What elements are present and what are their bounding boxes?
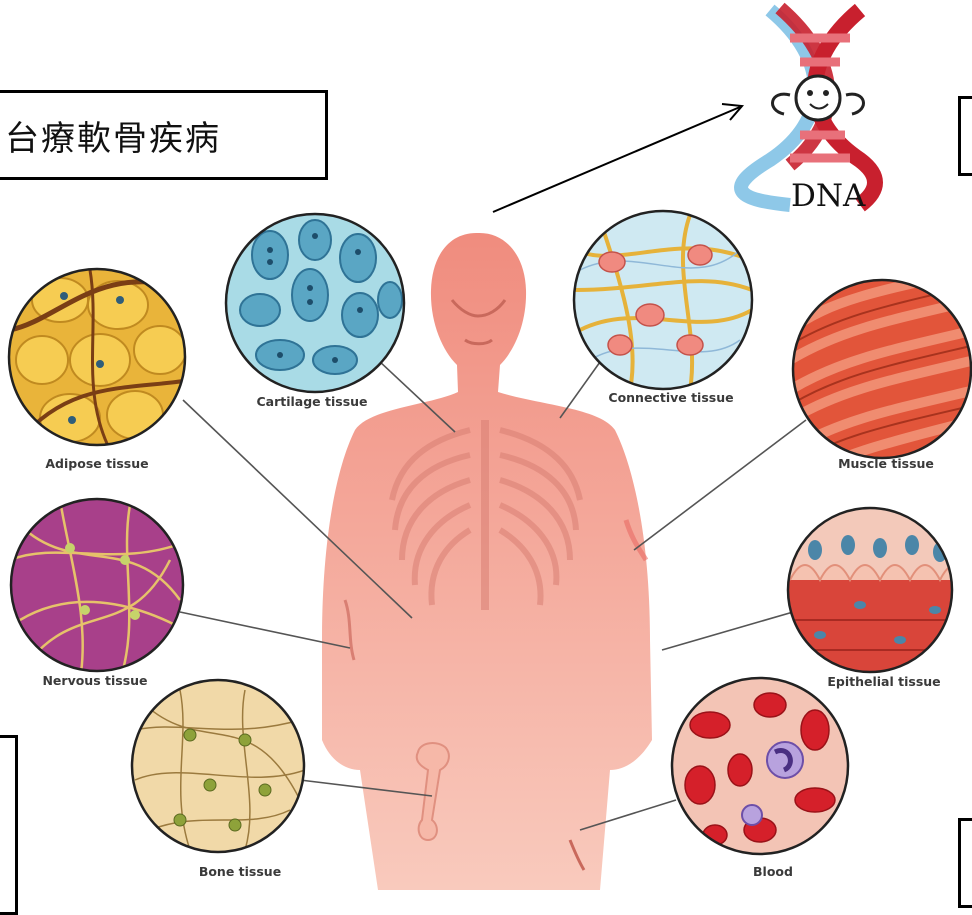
tissue-diagram: Adipose tissue Cartilage tissue Connecti… <box>0 0 972 890</box>
blood-label: Blood <box>753 864 793 879</box>
cartilage-tissue-label: Cartilage tissue <box>256 394 367 409</box>
muscle-tissue-label: Muscle tissue <box>838 456 934 471</box>
muscle-tissue-circle <box>790 270 972 478</box>
epithelial-tissue-circle <box>785 508 970 680</box>
connective-tissue-label: Connective tissue <box>608 390 733 405</box>
cartilage-tissue-circle <box>226 214 404 392</box>
right-top-frame <box>958 96 972 176</box>
right-bottom-frame <box>958 818 972 908</box>
epithelial-tissue-label: Epithelial tissue <box>827 674 940 689</box>
connective-tissue-circle <box>574 211 752 390</box>
caption-box: 台療軟骨疾病 <box>0 90 328 180</box>
nervous-tissue-circle <box>10 499 190 680</box>
dna-icon <box>741 8 875 205</box>
nervous-tissue-label: Nervous tissue <box>42 673 147 688</box>
dna-arrow <box>493 104 742 212</box>
left-bottom-frame <box>0 735 18 915</box>
caption-text: 台療軟骨疾病 <box>5 111 221 160</box>
dna-label: DNA <box>791 178 865 214</box>
adipose-tissue-label: Adipose tissue <box>45 456 148 471</box>
adipose-tissue-circle <box>9 269 190 450</box>
bone-tissue-label: Bone tissue <box>199 864 281 879</box>
blood-circle <box>672 678 848 854</box>
bone-tissue-circle <box>132 680 305 852</box>
